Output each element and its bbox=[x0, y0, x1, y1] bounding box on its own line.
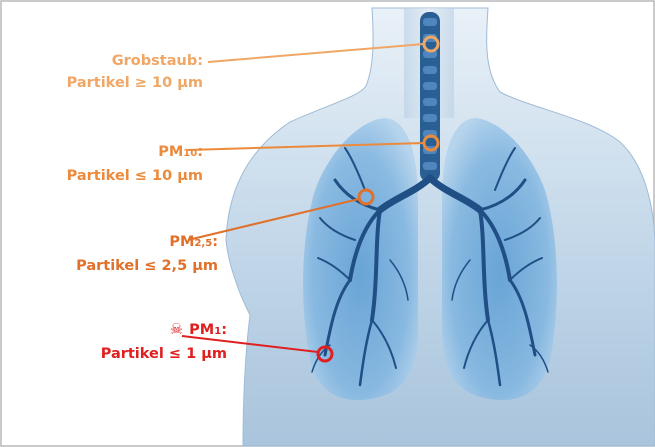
label-pm25: PM2,5: Partikel ≤ 2,5 µm bbox=[76, 231, 218, 277]
label-pm25-name: PM2,5: bbox=[76, 231, 218, 255]
label-pm10-name: PM10: bbox=[67, 141, 203, 165]
label-pm1: ☠PM1: Partikel ≤ 1 µm bbox=[101, 318, 227, 365]
label-coarse-name: Grobstaub: bbox=[67, 50, 203, 72]
label-coarse-dust: Grobstaub: Partikel ≥ 10 µm bbox=[67, 50, 203, 94]
label-pm1-size: Partikel ≤ 1 µm bbox=[101, 343, 227, 365]
skull-crossbones-icon: ☠ bbox=[170, 320, 183, 338]
label-pm1-name: ☠PM1: bbox=[101, 318, 227, 343]
label-coarse-size: Partikel ≥ 10 µm bbox=[67, 72, 203, 94]
label-pm10: PM10: Partikel ≤ 10 µm bbox=[67, 141, 203, 187]
label-pm25-size: Partikel ≤ 2,5 µm bbox=[76, 255, 218, 277]
label-pm10-size: Partikel ≤ 10 µm bbox=[67, 165, 203, 187]
